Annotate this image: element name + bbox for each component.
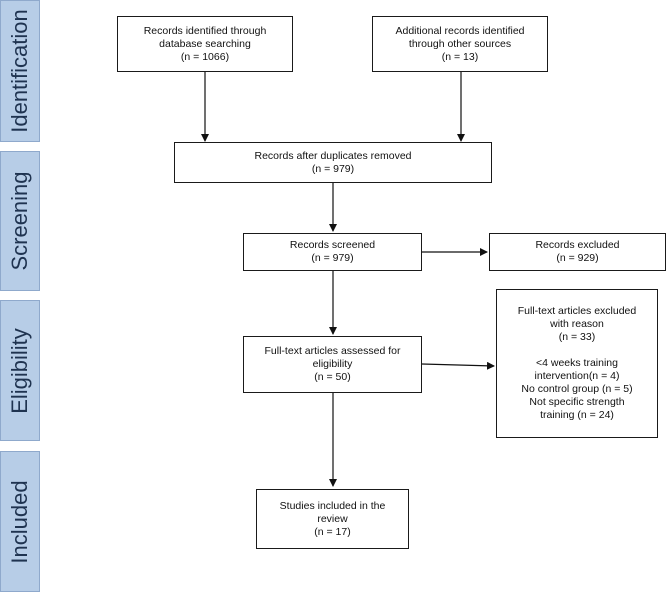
dup-line1: Records after duplicates removed — [254, 149, 412, 162]
excluded-count: (n = 929) — [556, 252, 599, 264]
ftex-reason2: No control group (n = 5) — [521, 383, 633, 395]
stage-included: Included — [0, 451, 40, 592]
box-fulltext-excluded: Full-text articles excluded with reason … — [496, 289, 658, 438]
ftex-reason3b: training (n = 24) — [540, 409, 614, 421]
box-records-excluded: Records excluded (n = 929) — [489, 233, 666, 271]
box-studies-included: Studies included in the review (n = 17) — [256, 489, 409, 549]
stage-eligibility: Eligibility — [0, 300, 40, 441]
ftex-reason1a: <4 weeks training — [535, 357, 618, 369]
box-records-screened: Records screened (n = 979) — [243, 233, 422, 271]
other-line1: Additional records identified — [395, 24, 525, 37]
box-fulltext-assessed: Full-text articles assessed for eligibil… — [243, 336, 422, 393]
other-count: (n = 13) — [441, 50, 479, 63]
db-line1: Records identified through — [143, 24, 267, 37]
fulltext-line2: eligibility — [312, 358, 353, 370]
included-line2: review — [317, 512, 348, 525]
fulltext-line1: Full-text articles assessed for — [264, 345, 401, 357]
ftex-line2: with reason — [550, 318, 604, 330]
included-line1: Studies included in the — [279, 499, 386, 512]
db-line2: database searching — [159, 37, 251, 50]
stage-identification: Identification — [0, 0, 40, 142]
box-other-sources: Additional records identified through ot… — [372, 16, 548, 72]
fulltext-count: (n = 50) — [314, 371, 351, 383]
box-database-searching: Records identified through database sear… — [117, 16, 293, 72]
dup-count: (n = 979) — [311, 162, 355, 175]
ftex-count: (n = 33) — [558, 331, 596, 343]
ftex-line1: Full-text articles excluded — [517, 305, 637, 317]
box-duplicates-removed: Records after duplicates removed (n = 97… — [174, 142, 492, 183]
ftex-reason3a: Not specific strength — [529, 396, 625, 408]
screened-line1: Records screened — [289, 239, 376, 251]
excluded-line1: Records excluded — [535, 239, 620, 251]
stage-screening: Screening — [0, 151, 40, 291]
included-count: (n = 17) — [314, 525, 351, 538]
other-line2: through other sources — [408, 37, 512, 50]
ftex-reason1b: intervention(n = 4) — [534, 370, 620, 382]
arrow-fulltext-to-excluded — [421, 361, 495, 370]
screened-count: (n = 979) — [311, 252, 354, 264]
db-count: (n = 1066) — [180, 50, 230, 63]
